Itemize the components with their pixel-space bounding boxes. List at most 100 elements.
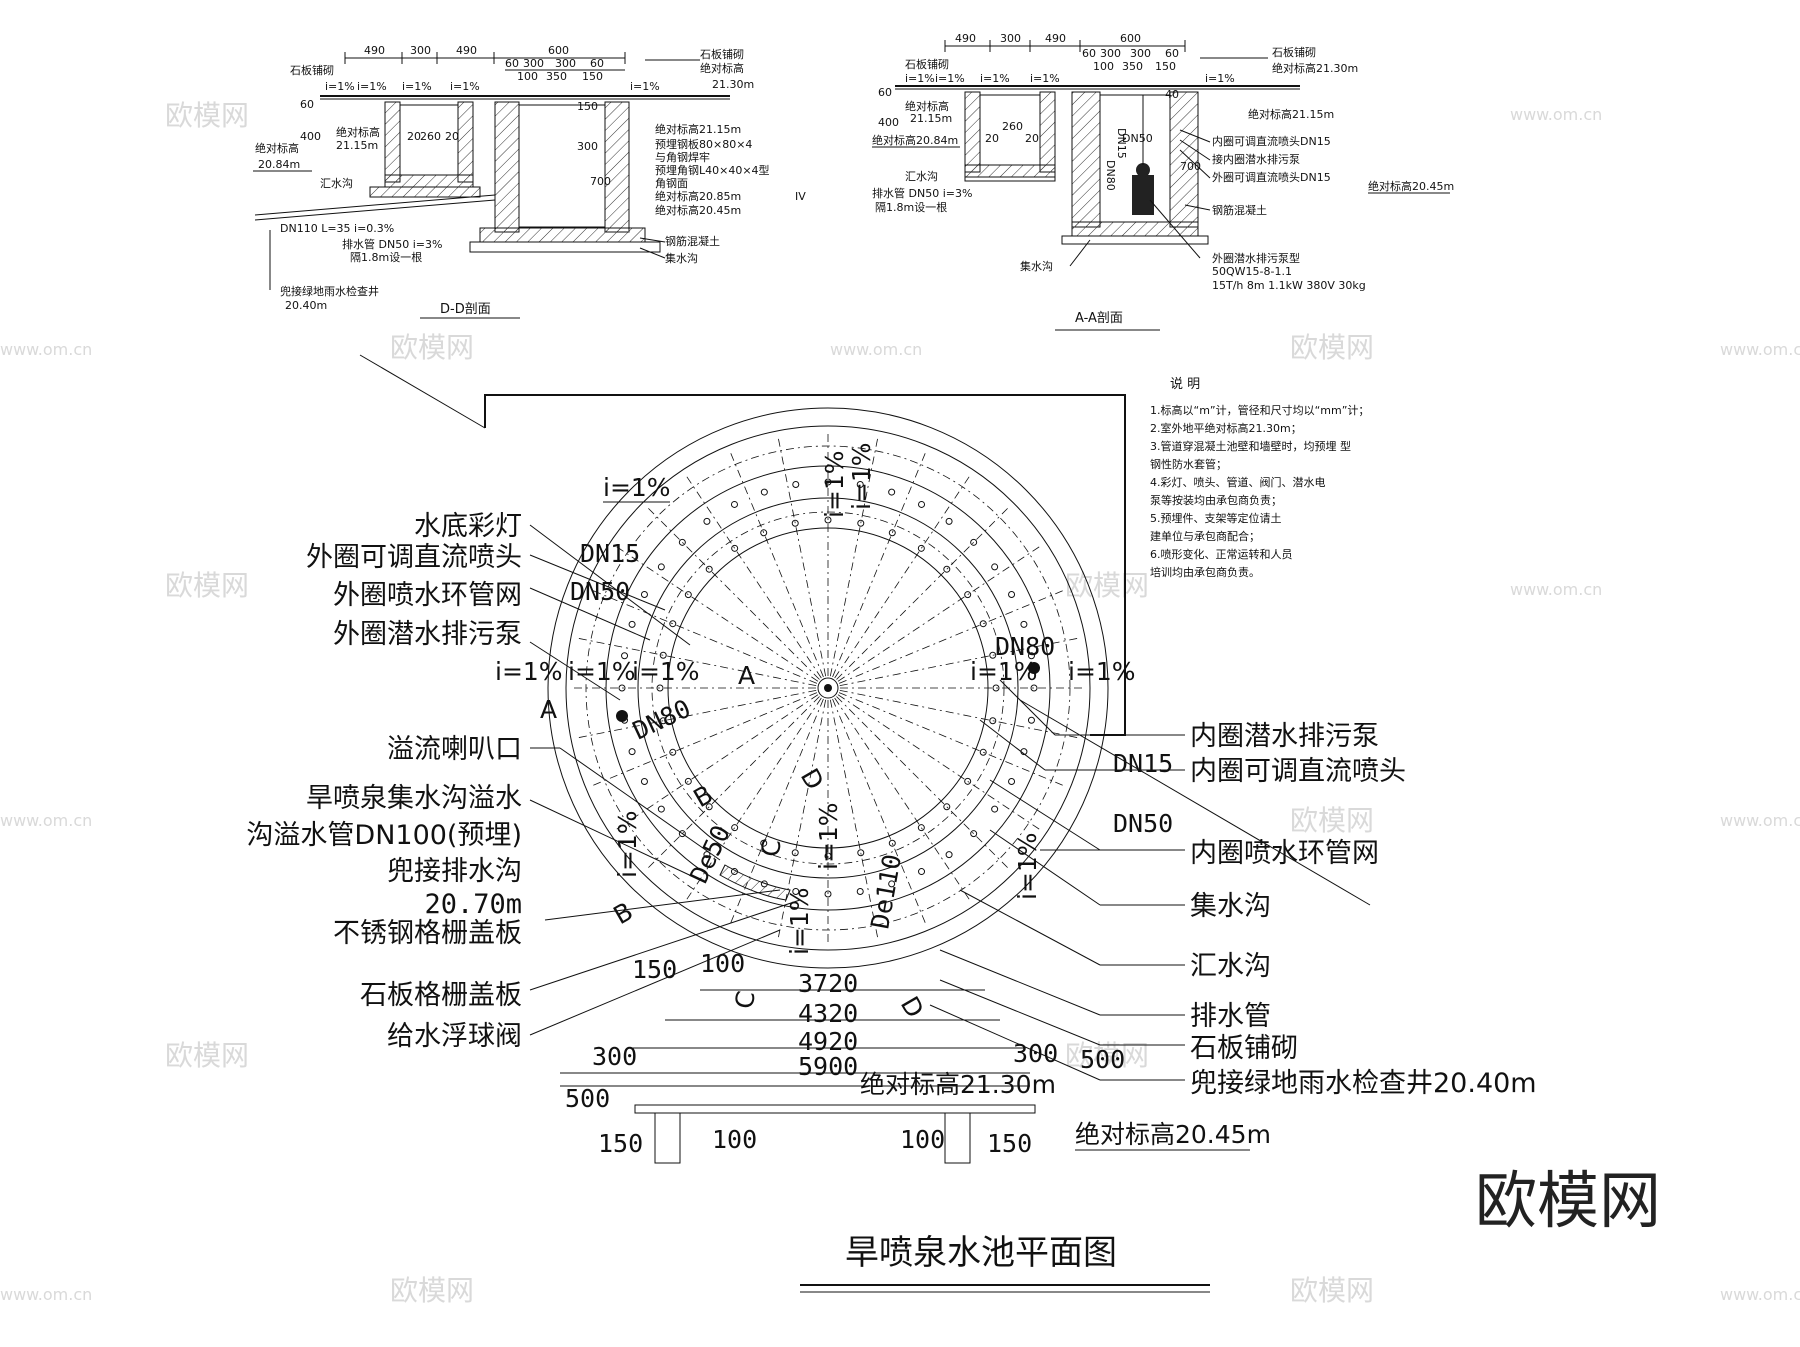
note-item: 培训均由承包商负责。 [1150,565,1260,579]
dim-label: 20 [407,130,421,143]
radial-line [592,692,818,786]
dim-label: 100 [700,949,745,978]
slope-label: i=1% [402,80,432,93]
pipe-tag: DN80 [995,632,1055,661]
annotation: 石板铺砌 [1272,45,1316,59]
dim-label: 100 [1093,60,1114,73]
nozzle-icon [943,803,951,811]
nozzle-icon [760,488,768,496]
dim-label: 400 [300,130,321,143]
watermark-layer: 欧模网 欧模网 欧模网 欧模网 欧模网 欧模网 欧模网 欧模网 欧模网 欧模网 … [0,99,1800,1307]
dim-label: 300 [592,1042,637,1071]
radial-line [837,694,1041,831]
annotation: 汇水沟 [905,170,938,183]
nozzle-icon [760,529,768,537]
slope-label: i=1% [613,810,642,878]
note-item: 5.预埋件、支架等定位请土 [1150,511,1282,525]
nozzle-icon [856,481,864,489]
nozzle-icon [1008,590,1016,598]
annotation: 绝对标高21.15m [1248,107,1334,121]
annotation: 绝对标高20.84m [872,133,958,147]
nozzle-icon [618,684,626,692]
nozzle-icon [659,717,667,725]
dim-label: 100 [900,1125,945,1154]
annotation: 绝对标高20.45m [655,203,741,217]
label-inner-pump: 内圈潜水排污泵 [1190,721,1379,752]
label-float-valve: 给水浮球阀 [387,1021,522,1052]
dim-label: 150 [632,955,677,984]
nozzle-icon [731,824,739,832]
label-gutter: 汇水沟 [1190,951,1271,982]
annotation: DN110 L=35 i=0.3% [280,222,394,235]
label-overflow-pipe: 沟溢水管DN100(预埋) [246,820,522,851]
radial-line [615,545,819,682]
nozzle-icon [918,868,926,876]
nozzle-icon [888,839,896,847]
radial-line [615,694,819,831]
annotation: 内圈可调直流喷头DN15 [1212,134,1331,148]
dim-label: 600 [1120,32,1141,45]
section-dd: 490 300 490 600 60 300 300 60 100 350 15… [253,44,806,319]
label-elevation-2070: 20.70m [424,889,522,920]
nozzle-icon [731,544,739,552]
dim-label: 700 [1180,160,1201,173]
dim-label: 300 [1013,1039,1058,1068]
label-connect-drain: 兜接排水沟 [387,856,522,887]
dim-label: 4320 [798,999,858,1028]
watermark-url: www.om.cn [1510,580,1602,599]
annotation: 21.30m [712,78,754,91]
plan-title: 旱喷泉水池平面图 [845,1233,1117,1273]
radial-line [838,590,1064,684]
annotation: 绝对标高21.30m [1272,61,1358,75]
slope-label: i=1% [450,80,480,93]
annotation: 汇水沟 [320,177,353,190]
annotation: 兜接绿地雨水检查井 [280,284,379,298]
annotation: 21.15m [910,112,952,125]
slope-label: i=1% [630,80,660,93]
nozzle-icon [824,890,832,898]
dim-label: 260 [1002,120,1023,133]
nozzle-icon [824,478,832,486]
dim-label: 490 [456,44,477,57]
nozzle-icon [659,651,667,659]
pump-icon [1132,175,1154,215]
radial-line [685,697,822,901]
nozzle-icon [657,563,665,571]
nozzle-icon [628,748,636,756]
radial-line [836,696,1009,869]
dim-label: 350 [546,70,567,83]
nozzle-icon [991,805,999,813]
nozzle-ring [618,478,1038,898]
nozzle-icon [945,851,953,859]
nozzle-icon [970,538,978,546]
nozzle-icon [888,488,896,496]
slope-label: i=1% [814,802,843,870]
slope-label: i=1% [357,80,387,93]
label-collection-overflow: 旱喷泉集水沟溢水 [306,783,522,814]
radial-line [829,437,879,677]
nozzle-icon [918,500,926,508]
label-underwater-light: 水底彩灯 [414,511,522,542]
radial-line [834,697,971,901]
pool-ring [637,497,1019,879]
elevation-label: 绝对标高20.45m [1075,1120,1271,1149]
watermark-brand: 欧模网 [165,99,249,132]
annotation: 20.40m [285,299,327,312]
nozzle-icon [979,748,987,756]
slope-label: i=1% [1205,72,1235,85]
radial-line [685,475,822,679]
dim-label: 100 [517,70,538,83]
label-sump: 集水沟 [1190,891,1271,922]
slope-label: i=1% [603,473,671,502]
watermark-brand: 欧模网 [1290,331,1374,364]
nozzle-icon [705,803,713,811]
annotation: DN50 [1122,132,1153,145]
dim-label: 490 [1045,32,1066,45]
nozzle-icon [1027,716,1035,724]
annotation: 隔1.8m设一根 [350,250,422,264]
nozzle-icon [989,651,997,659]
annotation: 21.15m [336,139,378,152]
leader-lines-right [929,679,1371,1081]
nozzle-icon [888,529,896,537]
